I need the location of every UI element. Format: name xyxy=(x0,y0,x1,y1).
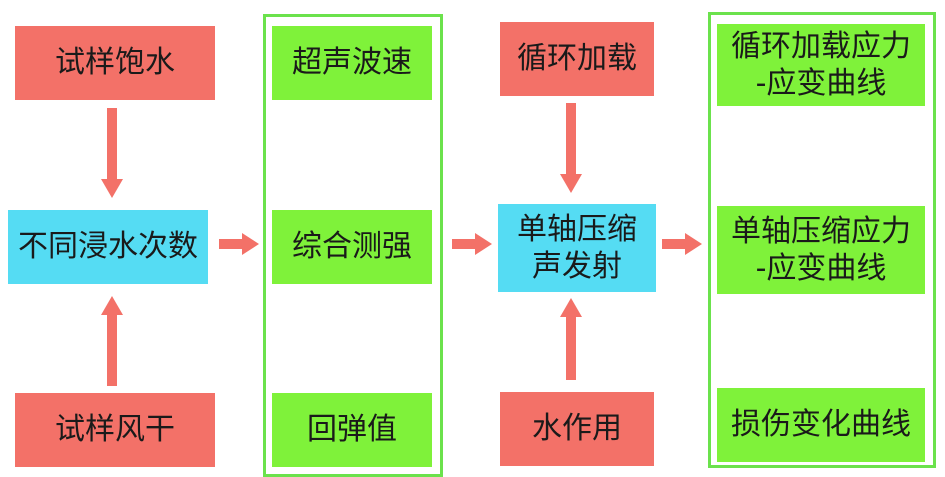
arrow-down-col1 xyxy=(101,108,123,198)
arrow-right-1 xyxy=(219,233,259,255)
uniaxial-compression-ae-box: 单轴压缩 声发射 xyxy=(498,204,656,292)
sample-saturation-box: 试样饱水 xyxy=(15,26,215,100)
arrow-up-col1 xyxy=(101,296,123,386)
immersion-count-box: 不同浸水次数 xyxy=(8,210,208,284)
arrow-up-col3 xyxy=(560,298,582,380)
arrow-down-col3 xyxy=(560,103,582,193)
test-methods-group-frame xyxy=(263,14,443,477)
rebound-value-box: 回弹值 xyxy=(272,393,432,467)
sample-air-dry-box: 试样风干 xyxy=(15,393,215,467)
results-group-frame xyxy=(708,12,936,468)
cyclic-loading-box: 循环加载 xyxy=(500,22,654,96)
comprehensive-strength-box: 综合测强 xyxy=(272,210,432,284)
water-action-box: 水作用 xyxy=(500,392,654,466)
cyclic-stress-strain-curve-box: 循环加载应力 -应变曲线 xyxy=(717,24,925,106)
arrow-right-2 xyxy=(452,233,492,255)
damage-evolution-curve-box: 损伤变化曲线 xyxy=(717,388,925,462)
ultrasonic-velocity-box: 超声波速 xyxy=(272,26,432,100)
arrow-right-3 xyxy=(662,233,702,255)
uniaxial-stress-strain-curve-box: 单轴压缩应力 -应变曲线 xyxy=(717,206,925,294)
